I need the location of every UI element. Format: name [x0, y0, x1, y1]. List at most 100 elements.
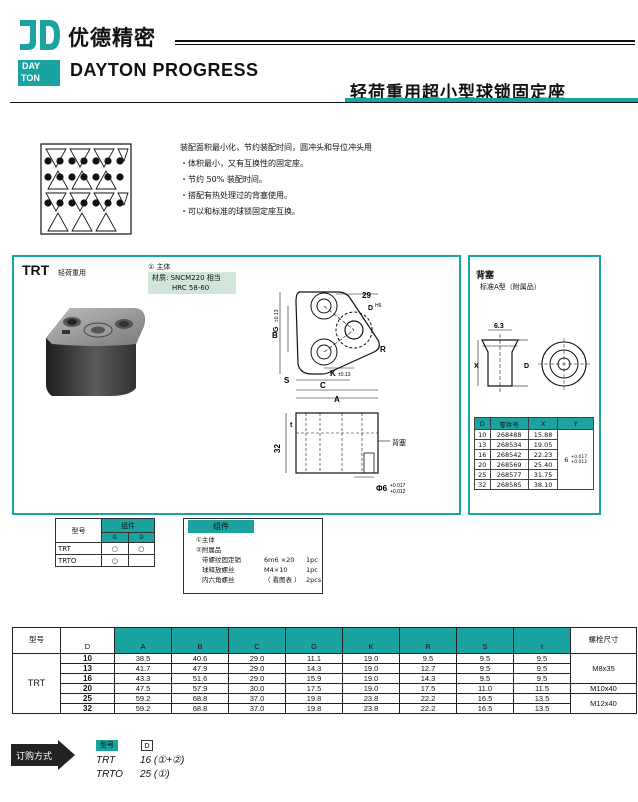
list-item: 球释放螺丝 M4×10 1pc	[202, 566, 318, 574]
spec-col-a: A	[114, 627, 172, 654]
spec-col-c: C	[228, 627, 286, 654]
plug-title: 背塞	[476, 271, 495, 281]
plug-col-d: D	[474, 417, 491, 430]
order-arrow-icon: 订购方式	[11, 740, 75, 770]
material-text: 材质: SNCM220 相当 HRC 58-60	[152, 273, 221, 293]
plug-callout: 背塞	[392, 438, 406, 447]
table-row: TRT ○ ○	[55, 542, 155, 555]
spec-model-header: 型号	[12, 627, 61, 654]
order-d-tag: D	[141, 740, 153, 751]
plug-col-y: Y	[557, 417, 594, 430]
list-item: 带螺纹固定销 6m6 ×20 1pc	[202, 556, 318, 564]
component-list: ①主体 ②附属品 带螺纹固定销 6m6 ×20 1pc 球释放螺丝 M4×10 …	[196, 535, 321, 585]
plug-dim-x: X	[474, 363, 479, 370]
dim-d-tol: H6	[375, 303, 382, 309]
order-examples: TRT 16 (①+②) TRTO 25 (①)	[96, 754, 184, 782]
order-example: TRT 16 (①+②)	[96, 755, 185, 766]
group-header: 组件	[101, 518, 155, 533]
col-2: ②	[127, 532, 155, 543]
intro-text: 装配面积最小化，节约装配时间，圆冲头和导位冲头用 ・体积最小，又有互换性的固定座…	[180, 140, 372, 220]
dim-r: R	[380, 345, 386, 354]
brand-name-cn: 优德精密	[68, 26, 156, 50]
section-view-drawing: 32 t 背塞 Φ6 +0.017 +0.012	[273, 412, 406, 495]
dim-t: t	[290, 422, 293, 429]
model-header: 型号	[55, 518, 102, 543]
spec-col-b: B	[171, 627, 229, 654]
product-code: TRT	[22, 262, 50, 278]
intro-bullet: ・节约 50% 装配时间。	[180, 175, 267, 184]
component-list-box	[183, 518, 323, 594]
backing-plug-panel	[468, 255, 601, 515]
header-rule-thin	[175, 44, 635, 45]
product-panel	[12, 255, 461, 515]
plug-y-value: 6 +0.017 +0.012	[557, 429, 594, 490]
bolt-size: M12x40	[570, 693, 637, 714]
header-rule	[175, 40, 635, 42]
col-1: ①	[101, 532, 129, 543]
spec-col-k: K	[342, 627, 400, 654]
spec-col-d: D	[60, 627, 115, 654]
plug-drawing: 6.3 X D	[474, 323, 590, 392]
dim-g: G	[273, 326, 280, 332]
title-accent-bar	[345, 98, 638, 102]
plug-col-part: 零件号	[489, 417, 529, 430]
spec-col-t: t	[513, 627, 571, 654]
logo-text-top: DAY	[22, 61, 41, 71]
component-l2: ②附属品	[196, 546, 222, 554]
part-label: ① 主体	[148, 263, 171, 271]
brand-name-en: DAYTON PROGRESS	[70, 60, 259, 80]
title-rule	[10, 102, 638, 103]
dim-32: 32	[273, 444, 282, 453]
dim-k: K	[330, 369, 336, 378]
dayton-logo: DAY TON	[18, 60, 60, 86]
order-model-tag: 型号	[96, 740, 118, 751]
plug-subtitle: 标准A型（附属品）	[480, 283, 541, 291]
dim-g-tol: ±0.13	[274, 309, 280, 322]
product-photo	[46, 308, 145, 396]
dim-a: A	[334, 395, 340, 404]
dim-d: D	[368, 305, 373, 312]
dim-k-tol: ±0.13	[338, 372, 351, 378]
list-item: 内六角螺丝 （ 看图表 ） 2pcs	[202, 576, 322, 584]
dim-c: C	[320, 381, 326, 390]
intro-bullet: ・体积最小，又有互换性的固定座。	[180, 159, 308, 168]
bolt-size: M10x40	[570, 683, 637, 694]
jd-logo	[20, 20, 60, 50]
table-row: TRTO ○	[55, 554, 155, 567]
component-table: 型号 组件 ① ② TRT ○ ○ TRTO ○	[55, 518, 155, 567]
intro-bullet: ・搭配有热处理过的背塞使用。	[180, 191, 292, 200]
spec-col-s: S	[456, 627, 514, 654]
hardness-line: HRC 58-60	[172, 284, 210, 292]
material-box	[148, 272, 236, 294]
intro-lead: 装配面积最小化，节约装配时间，圆冲头和导位冲头用	[180, 143, 372, 152]
top-view-drawing: B G ±0.13 29 D H6 R S K ±0.13 C A	[272, 291, 386, 404]
spec-col-g: G	[285, 627, 343, 654]
plug-dim-d: D	[524, 363, 529, 370]
dim-b: B	[272, 331, 278, 340]
phi6-tol-dn: +0.012	[390, 489, 406, 495]
layout-comparison-diagram	[40, 143, 132, 235]
plug-dim-63: 6.3	[494, 323, 504, 330]
bolt-size: M8x35	[570, 653, 637, 684]
logo-text-bottom: TON	[21, 73, 40, 83]
intro-bullet: ・可以和标准的球锁固定座互换。	[180, 207, 300, 216]
dim-s: S	[284, 376, 290, 385]
spec-col-bolt: 螺栓尺寸	[570, 627, 637, 654]
dim-phi6: Φ6	[376, 484, 388, 493]
dim-29: 29	[362, 291, 371, 300]
spec-col-r: R	[399, 627, 457, 654]
component-l1: ①主体	[196, 536, 215, 544]
phi6-tol-up: +0.017	[390, 483, 406, 489]
plug-col-x: X	[527, 417, 559, 430]
